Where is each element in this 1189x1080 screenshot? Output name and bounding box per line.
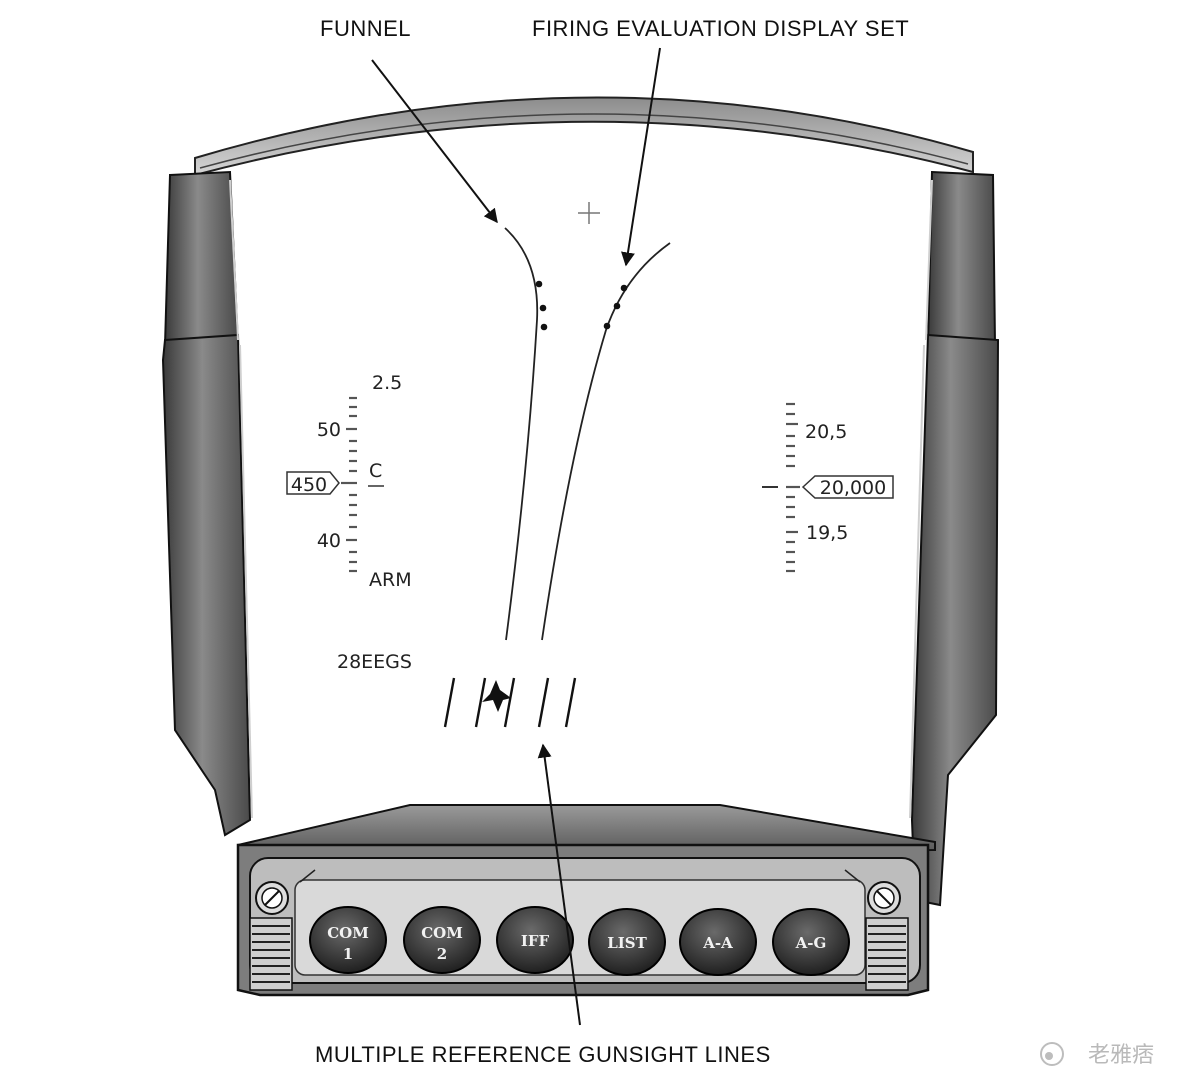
button-row: COM 1 COM 2 IFF LIST A-A A-G bbox=[309, 906, 850, 976]
funnel-right-line bbox=[541, 242, 671, 641]
altitude-current: 20,000 bbox=[820, 477, 886, 499]
com2-button[interactable]: COM 2 bbox=[403, 906, 481, 974]
boresight-cross bbox=[578, 202, 600, 224]
pipper-aircraft-symbol bbox=[482, 680, 511, 712]
iff-button[interactable]: IFF bbox=[496, 906, 574, 974]
com1-button[interactable]: COM 1 bbox=[309, 906, 387, 974]
list-button[interactable]: LIST bbox=[588, 908, 666, 976]
hud-right-post bbox=[909, 170, 1000, 907]
com1-label: COM bbox=[327, 924, 369, 942]
airspeed-upper-tick: 50 bbox=[317, 419, 341, 441]
funnel-left-line bbox=[504, 227, 539, 641]
altitude-scale: 20,5 20,000 19,5 bbox=[762, 402, 894, 573]
altitude-lower-tick: 19,5 bbox=[806, 522, 848, 544]
firing-evaluation-callout: FIRING EVALUATION DISPLAY SET bbox=[532, 16, 909, 41]
air-to-ground-label: A-G bbox=[795, 934, 827, 952]
air-to-air-button[interactable]: A-A bbox=[679, 908, 757, 976]
airspeed-lower-tick: 40 bbox=[317, 530, 341, 552]
airspeed-top-value: 2.5 bbox=[372, 372, 402, 394]
weapon-mode-label: 28EEGS bbox=[337, 651, 412, 673]
com2-sublabel: 2 bbox=[437, 945, 447, 963]
watermark-text: 老雅痞 bbox=[1088, 1043, 1154, 1068]
air-to-air-label: A-A bbox=[702, 934, 733, 952]
funnel-callout: FUNNEL bbox=[320, 16, 411, 41]
com1-sublabel: 1 bbox=[343, 945, 353, 963]
arm-status: ARM bbox=[369, 569, 412, 591]
gunsight-lines-arrow bbox=[537, 743, 581, 1026]
mode-letter: C bbox=[369, 460, 382, 482]
firing-evaluation-arrow bbox=[621, 47, 661, 267]
airspeed-current: 450 bbox=[291, 474, 327, 496]
right-knob bbox=[867, 881, 901, 915]
altitude-upper-tick: 20,5 bbox=[805, 421, 847, 443]
air-to-ground-button[interactable]: A-G bbox=[772, 908, 850, 976]
hud-top-frame bbox=[194, 96, 974, 177]
hud-left-post bbox=[161, 170, 253, 837]
firing-evaluation-dots bbox=[535, 280, 628, 331]
altitude-box bbox=[801, 475, 894, 499]
right-grip bbox=[865, 917, 909, 991]
funnel-arrow bbox=[371, 59, 498, 224]
com2-label: COM bbox=[421, 924, 463, 942]
gunsight-lines-callout: MULTIPLE REFERENCE GUNSIGHT LINES bbox=[315, 1042, 771, 1067]
left-grip bbox=[249, 917, 293, 991]
airspeed-box bbox=[286, 471, 340, 495]
airspeed-scale: 2.5 50 450 C 40 ARM bbox=[286, 372, 412, 591]
watermark: 老雅痞 bbox=[1040, 1042, 1154, 1068]
iff-label: IFF bbox=[521, 932, 550, 950]
left-knob bbox=[255, 881, 289, 915]
gunsight-reference-lines bbox=[443, 677, 577, 728]
list-label: LIST bbox=[607, 934, 647, 952]
